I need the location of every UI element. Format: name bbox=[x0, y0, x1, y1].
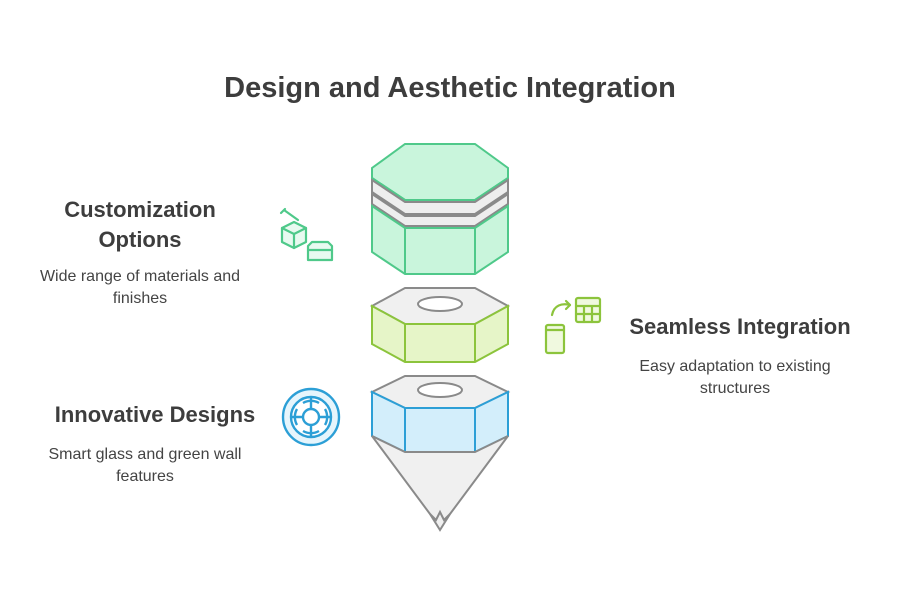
seamless-heading: Seamless Integration bbox=[629, 314, 851, 339]
diagram-title: Design and Aesthetic Integration bbox=[224, 72, 676, 104]
customization-heading-line1: Customization bbox=[64, 197, 216, 222]
seamless-desc-line1: Easy adaptation to existing bbox=[639, 358, 831, 375]
customization-description: Wide range of materials and finishes bbox=[20, 266, 260, 310]
tip-segment bbox=[369, 375, 511, 532]
devices-sync-icon bbox=[544, 296, 602, 355]
seamless-description: Easy adaptation to existing structures bbox=[610, 356, 860, 400]
customization-heading-line2: Options bbox=[98, 227, 182, 252]
innovative-desc-line2: features bbox=[116, 468, 174, 485]
customization-desc-line2: finishes bbox=[112, 290, 168, 307]
eraser-segment bbox=[371, 143, 509, 275]
customization-boxes-icon bbox=[279, 207, 334, 262]
customization-desc-line1: Wide range of materials and bbox=[39, 268, 241, 285]
circular-target-icon bbox=[281, 387, 341, 447]
innovative-desc-line1: Smart glass and green wall bbox=[48, 446, 242, 463]
customization-heading: Customization Options bbox=[30, 195, 250, 255]
middle-segment bbox=[369, 287, 511, 363]
seamless-desc-line2: structures bbox=[699, 380, 771, 397]
innovative-heading: Innovative Designs bbox=[54, 402, 256, 427]
innovative-description: Smart glass and green wall features bbox=[25, 444, 265, 488]
